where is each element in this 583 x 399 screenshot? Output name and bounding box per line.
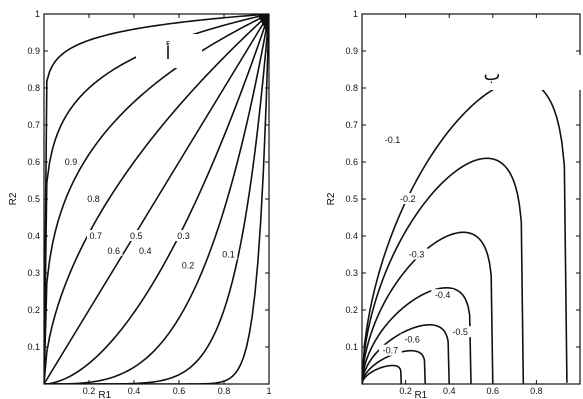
contour-label-bg (405, 248, 428, 260)
panel-tag: أ (165, 41, 170, 63)
contour-label-bg (179, 259, 197, 271)
y-tick-label: 0.9 (345, 46, 358, 56)
contour-label: 0.4 (139, 246, 152, 256)
contour-label-bg (86, 230, 105, 241)
panel-a: 0.9 0.8 0.7 0.6 0.5 0.4 0.3 0.2 0.1 0.1 0.2 0.3 0.4 0… (8, 9, 272, 399)
contour-label-bg (104, 244, 123, 256)
y-tick-label: 0.6 (345, 157, 358, 167)
contour-line (44, 14, 269, 384)
y-tick-label: 1 (35, 9, 40, 19)
y-tick-label: 0.4 (27, 231, 40, 241)
x-tick-label: 0.2 (399, 386, 412, 396)
contour-label: -0.7 (383, 346, 399, 356)
panel-tag: ب (484, 64, 501, 84)
y-tick-label: 0.7 (27, 120, 40, 130)
x-tick-label: 0.8 (218, 386, 231, 396)
contour-label-bg (378, 344, 402, 356)
contour-label: 0.9 (65, 157, 78, 167)
contour-label: 0.2 (182, 261, 195, 271)
contour-label-bg (136, 244, 155, 256)
panel-tag-box (136, 34, 202, 68)
panel-tag-box (473, 55, 581, 90)
x-axis-label: R1 (414, 390, 427, 399)
y-tick-label: 0.8 (345, 83, 358, 93)
contour-label-bg (84, 193, 103, 204)
y-tick-label: 0.1 (345, 342, 358, 352)
y-tick-label: 0.5 (27, 194, 40, 204)
y-tick-label: 0.2 (27, 305, 40, 315)
x-tick-label: 0.4 (128, 386, 141, 396)
y-tick-label: 0.3 (27, 268, 40, 278)
contour-label-bg (219, 248, 238, 260)
x-axis-label: R1 (98, 390, 111, 399)
contour-label-bg (62, 156, 80, 167)
contour-label-bg (127, 230, 146, 241)
x-tick-label: 0.6 (487, 386, 500, 396)
contour-lines (44, 14, 269, 384)
contour-label: 0.7 (89, 231, 102, 241)
y-tick-label: 0.3 (345, 268, 358, 278)
contour-label: -0.6 (404, 335, 420, 345)
y-axis-label: R2 (326, 192, 337, 205)
contour-line (362, 364, 403, 384)
contour-label-bg (381, 133, 404, 145)
panel-b: -0.1 -0.2 -0.3 -0.4 -0.5 -0.6 -0.7 0.1 0.2 0.3 0.4… (326, 9, 581, 399)
contour-label: 0.1 (222, 250, 235, 260)
y-tick-label: 0.1 (27, 342, 40, 352)
contour-label: -0.1 (385, 135, 401, 145)
x-tick-label: 1 (266, 386, 271, 396)
convergence-mark (257, 14, 269, 36)
y-tick-label: 0.8 (27, 83, 40, 93)
contour-line (362, 286, 472, 384)
contour-label-bg (400, 333, 424, 345)
y-tick-label: 0.2 (345, 305, 358, 315)
contour-label: 0.3 (177, 231, 190, 241)
contour-line (44, 14, 269, 384)
y-tick-label: 0.6 (27, 157, 40, 167)
contour-line (44, 14, 269, 384)
y-tick-label: 0.5 (345, 194, 358, 204)
contour-label: -0.5 (452, 327, 468, 337)
contour-line (44, 14, 269, 384)
y-tick-label: 0.9 (27, 46, 40, 56)
contour-line (44, 14, 269, 384)
contour-line (44, 14, 269, 384)
contour-label-bg (174, 230, 193, 241)
contour-label-bg (448, 326, 472, 338)
contour-line (362, 157, 525, 384)
contour-lines (362, 79, 568, 384)
contour-label: -0.2 (400, 194, 416, 204)
contour-label-bg (396, 193, 420, 204)
y-axis-label: R2 (8, 192, 19, 205)
y-tick-label: 0.4 (345, 231, 358, 241)
contour-line (44, 14, 269, 384)
contour-label: 0.5 (130, 231, 143, 241)
x-tick-label: 0.8 (530, 386, 543, 396)
y-tick-label: 1 (353, 9, 358, 19)
contour-label: 0.6 (107, 246, 120, 256)
x-tick-label: 0.6 (173, 386, 186, 396)
contour-line (362, 323, 450, 384)
contour-label: 0.8 (87, 194, 100, 204)
x-tick-label: 0.2 (83, 386, 96, 396)
contour-label: -0.3 (409, 250, 425, 260)
contour-line (44, 14, 269, 384)
contour-label-bg (431, 289, 455, 301)
y-tick-label: 0.7 (345, 120, 358, 130)
x-tick-label: 0.4 (443, 386, 456, 396)
contour-label: -0.4 (435, 290, 451, 300)
